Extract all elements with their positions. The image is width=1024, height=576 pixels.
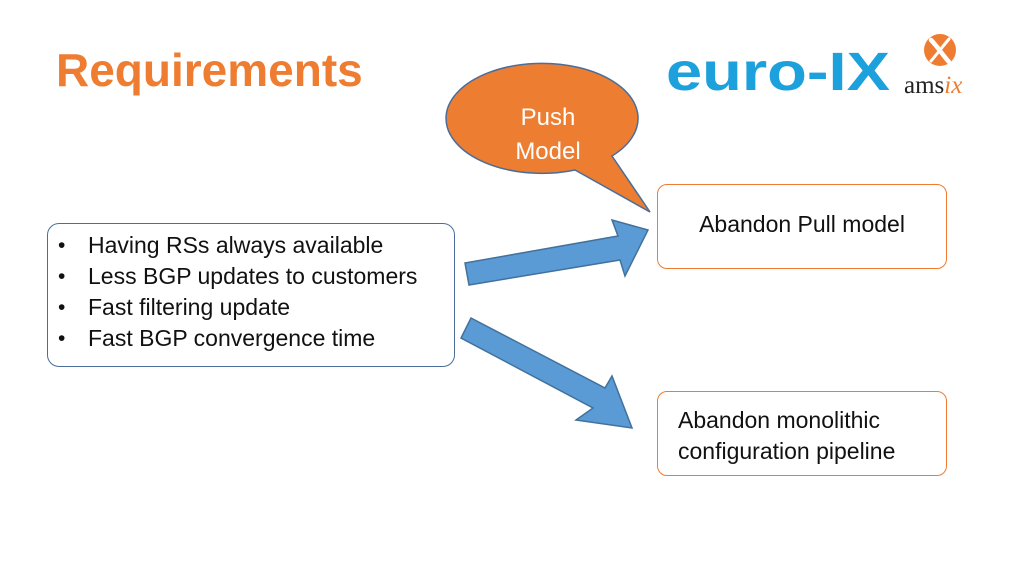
requirement-text: Fast BGP convergence time xyxy=(88,325,376,351)
requirement-item: • Fast filtering update xyxy=(56,292,417,323)
bullet-icon: • xyxy=(58,296,66,319)
push-model-label-line2: Model xyxy=(515,138,581,165)
requirement-item: • Fast BGP convergence time xyxy=(56,323,417,354)
bullet-icon: • xyxy=(58,327,66,350)
requirement-item: • Less BGP updates to customers xyxy=(56,261,417,292)
amsix-logo-prefix: ams xyxy=(904,72,945,99)
requirement-text: Less BGP updates to customers xyxy=(88,263,418,289)
requirements-list: • Having RSs always available • Less BGP u… xyxy=(56,230,417,354)
requirement-item: • Having RSs always available xyxy=(56,230,417,261)
push-model-label: Push Model xyxy=(478,101,618,169)
bullet-icon: • xyxy=(58,234,66,257)
abandon-monolithic-line2: configuration pipeline xyxy=(678,438,896,464)
arrow-to-monolithic-pipeline xyxy=(460,316,634,429)
requirement-text: Fast filtering update xyxy=(88,294,291,320)
euroix-logo: euro-IX xyxy=(666,44,890,96)
requirement-text: Having RSs always available xyxy=(88,232,384,258)
bullet-icon: • xyxy=(58,265,66,288)
arrow-to-pull-model xyxy=(464,218,650,286)
abandon-monolithic-pipeline-box: Abandon monolithic configuration pipelin… xyxy=(657,391,947,476)
push-model-callout xyxy=(445,62,651,213)
push-model-label-line1: Push xyxy=(520,104,576,131)
amsix-logo-suffix: ix xyxy=(944,72,963,99)
abandon-pull-model-box: Abandon Pull model xyxy=(657,184,947,269)
euroix-logo-text: euro-IX xyxy=(666,44,890,96)
abandon-pull-model-text: Abandon Pull model xyxy=(699,211,905,237)
page-title: Requirements xyxy=(56,44,363,96)
requirements-box: • Having RSs always available • Less BGP u… xyxy=(47,223,455,367)
abandon-monolithic-line1: Abandon monolithic xyxy=(678,407,881,433)
amsix-x-emblem-icon xyxy=(924,34,956,66)
amsix-logo-text: amsix xyxy=(904,72,962,100)
amsix-logo: amsix xyxy=(902,32,984,102)
